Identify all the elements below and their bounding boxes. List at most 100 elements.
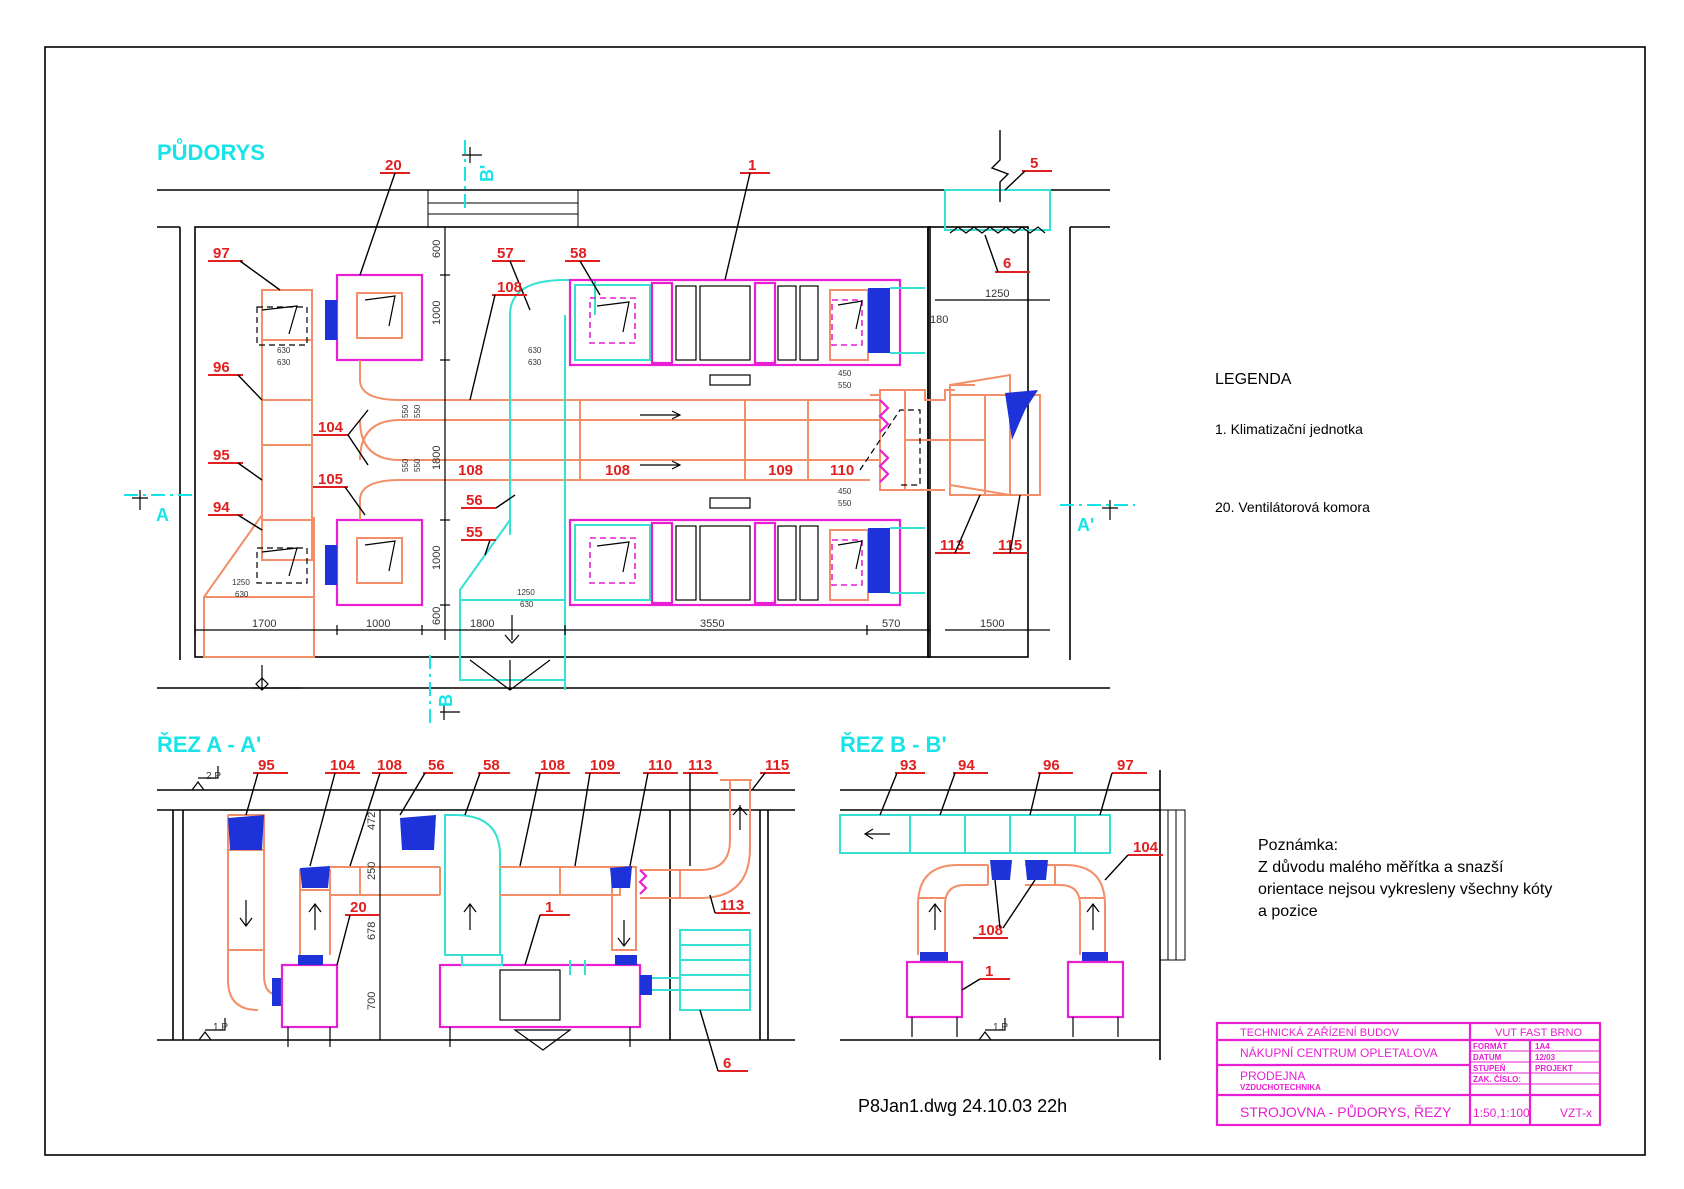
- svg-text:NÁKUPNÍ CENTRUM OPLETALOVA: NÁKUPNÍ CENTRUM OPLETALOVA: [1240, 1045, 1438, 1060]
- svg-text:108: 108: [978, 922, 1003, 939]
- plan-labels: 20 1 5 6 97 57 58 108 96 104 95 105 94: [208, 155, 1052, 556]
- svg-text:55: 55: [466, 524, 483, 541]
- svg-text:1: 1: [748, 157, 756, 174]
- plan-title: PŮDORYS: [157, 137, 265, 165]
- section-mark-a-prime: A': [1060, 500, 1135, 535]
- svg-text:550: 550: [401, 458, 410, 472]
- title-block: TECHNICKÁ ZAŘÍZENÍ BUDOV VUT FAST BRNO N…: [1215, 1021, 1602, 1127]
- svg-text:1.P: 1.P: [993, 1022, 1008, 1033]
- svg-text:1000: 1000: [366, 618, 390, 630]
- svg-text:113: 113: [720, 897, 744, 914]
- legend-item-20: 20. Ventilátorová komora: [1215, 499, 1370, 515]
- svg-text:110: 110: [830, 462, 854, 479]
- sheet-frame: [44, 46, 1646, 1156]
- svg-text:113: 113: [940, 537, 964, 554]
- svg-text:56: 56: [428, 757, 445, 774]
- svg-text:94: 94: [958, 757, 975, 774]
- svg-text:104: 104: [330, 757, 356, 774]
- svg-text:550: 550: [838, 499, 852, 508]
- svg-text:a pozice: a pozice: [1258, 903, 1318, 920]
- svg-text:1:50,1:100: 1:50,1:100: [1473, 1106, 1530, 1120]
- svg-text:550: 550: [413, 458, 422, 472]
- svg-text:97: 97: [1117, 757, 1134, 774]
- svg-text:A: A: [156, 505, 169, 525]
- svg-text:58: 58: [483, 757, 500, 774]
- svg-text:6: 6: [1003, 255, 1011, 272]
- section-b-view: ŘEZ B - B' 1.P 93 94: [839, 732, 1186, 1060]
- svg-text:630: 630: [520, 600, 534, 609]
- svg-text:115: 115: [998, 537, 1022, 554]
- svg-text:DATUM: DATUM: [1473, 1053, 1502, 1062]
- legend-title: LEGENDA: [1215, 371, 1292, 388]
- svg-text:PROJEKT: PROJEKT: [1535, 1064, 1573, 1073]
- svg-text:570: 570: [882, 618, 900, 630]
- svg-text:678: 678: [366, 922, 378, 940]
- svg-text:97: 97: [213, 245, 230, 262]
- svg-text:1800: 1800: [431, 446, 443, 470]
- svg-text:600: 600: [431, 240, 443, 258]
- svg-text:VUT FAST BRNO: VUT FAST BRNO: [1495, 1027, 1582, 1039]
- svg-text:95: 95: [258, 757, 275, 774]
- svg-text:96: 96: [1043, 757, 1060, 774]
- svg-text:1: 1: [545, 899, 553, 916]
- svg-text:105: 105: [318, 471, 343, 488]
- svg-text:orientace nejsou vykresleny vš: orientace nejsou vykresleny všechny kóty: [1258, 881, 1552, 898]
- svg-text:ZAK. ČÍSLO:: ZAK. ČÍSLO:: [1473, 1075, 1521, 1084]
- svg-text:FORMÁT: FORMÁT: [1473, 1042, 1507, 1051]
- svg-text:1700: 1700: [252, 618, 276, 630]
- svg-text:STROJOVNA - PŮDORYS, ŘEZY: STROJOVNA - PŮDORYS, ŘEZY: [1240, 1103, 1452, 1120]
- svg-text:630: 630: [277, 358, 291, 367]
- svg-text:630: 630: [277, 346, 291, 355]
- svg-text:1: 1: [985, 963, 993, 980]
- svg-text:20: 20: [385, 157, 402, 174]
- svg-text:1500: 1500: [980, 618, 1004, 630]
- legend-item-1: 1. Klimatizační jednotka: [1215, 421, 1363, 437]
- svg-text:108: 108: [497, 279, 522, 296]
- svg-text:96: 96: [213, 359, 230, 376]
- svg-text:12/03: 12/03: [1535, 1053, 1556, 1062]
- svg-text:3550: 3550: [700, 618, 724, 630]
- svg-text:Z důvodu malého měřítka a snaz: Z důvodu malého měřítka a snazší: [1258, 858, 1504, 876]
- section-b-labels: 93 94 96 97 104 108 1: [879, 757, 1163, 991]
- svg-text:108: 108: [377, 757, 402, 774]
- svg-text:550: 550: [401, 404, 410, 418]
- ahu-top: [568, 278, 925, 367]
- svg-text:110: 110: [648, 757, 672, 774]
- svg-text:Poznámka:: Poznámka:: [1258, 837, 1338, 854]
- svg-text:104: 104: [318, 419, 344, 436]
- svg-text:700: 700: [366, 992, 378, 1010]
- file-name: P8Jan1.dwg 24.10.03 22h: [858, 1096, 1067, 1116]
- svg-text:1250: 1250: [517, 588, 535, 597]
- note: Poznámka: Z důvodu malého měřítka a snaz…: [1258, 837, 1552, 920]
- section-a-labels: 95 104 108 56 58 108 109 110 113 115 20 …: [245, 757, 790, 1072]
- plan-view: PŮDORYS: [124, 130, 1135, 725]
- svg-text:550: 550: [838, 381, 852, 390]
- svg-text:109: 109: [590, 757, 615, 774]
- svg-text:5: 5: [1030, 155, 1038, 172]
- svg-text:58: 58: [570, 245, 587, 262]
- svg-text:95: 95: [213, 447, 230, 464]
- svg-text:57: 57: [497, 245, 514, 262]
- svg-text:1000: 1000: [431, 301, 443, 325]
- svg-text:VZDUCHOTECHNIKA: VZDUCHOTECHNIKA: [1240, 1083, 1321, 1092]
- legend: LEGENDA 1. Klimatizační jednotka 20. Ven…: [1215, 371, 1370, 515]
- svg-text:6: 6: [723, 1055, 731, 1072]
- svg-text:113: 113: [688, 757, 712, 774]
- svg-text:56: 56: [466, 492, 483, 509]
- section-a-title: ŘEZ A - A': [157, 732, 261, 757]
- svg-text:108: 108: [605, 462, 630, 479]
- svg-text:STUPEŇ: STUPEŇ: [1473, 1064, 1506, 1073]
- ahu-bottom: [568, 518, 925, 607]
- svg-text:1250: 1250: [985, 288, 1009, 300]
- svg-text:104: 104: [1133, 839, 1159, 856]
- svg-text:550: 550: [413, 404, 422, 418]
- section-mark-b: B' B: [429, 140, 497, 725]
- svg-text:94: 94: [213, 499, 230, 516]
- svg-text:20: 20: [350, 899, 367, 916]
- svg-text:450: 450: [838, 369, 852, 378]
- svg-text:B': B': [477, 165, 497, 182]
- svg-text:472: 472: [366, 812, 378, 830]
- svg-text:1A4: 1A4: [1535, 1042, 1550, 1051]
- svg-text:108: 108: [540, 757, 565, 774]
- svg-text:1.P: 1.P: [213, 1022, 228, 1033]
